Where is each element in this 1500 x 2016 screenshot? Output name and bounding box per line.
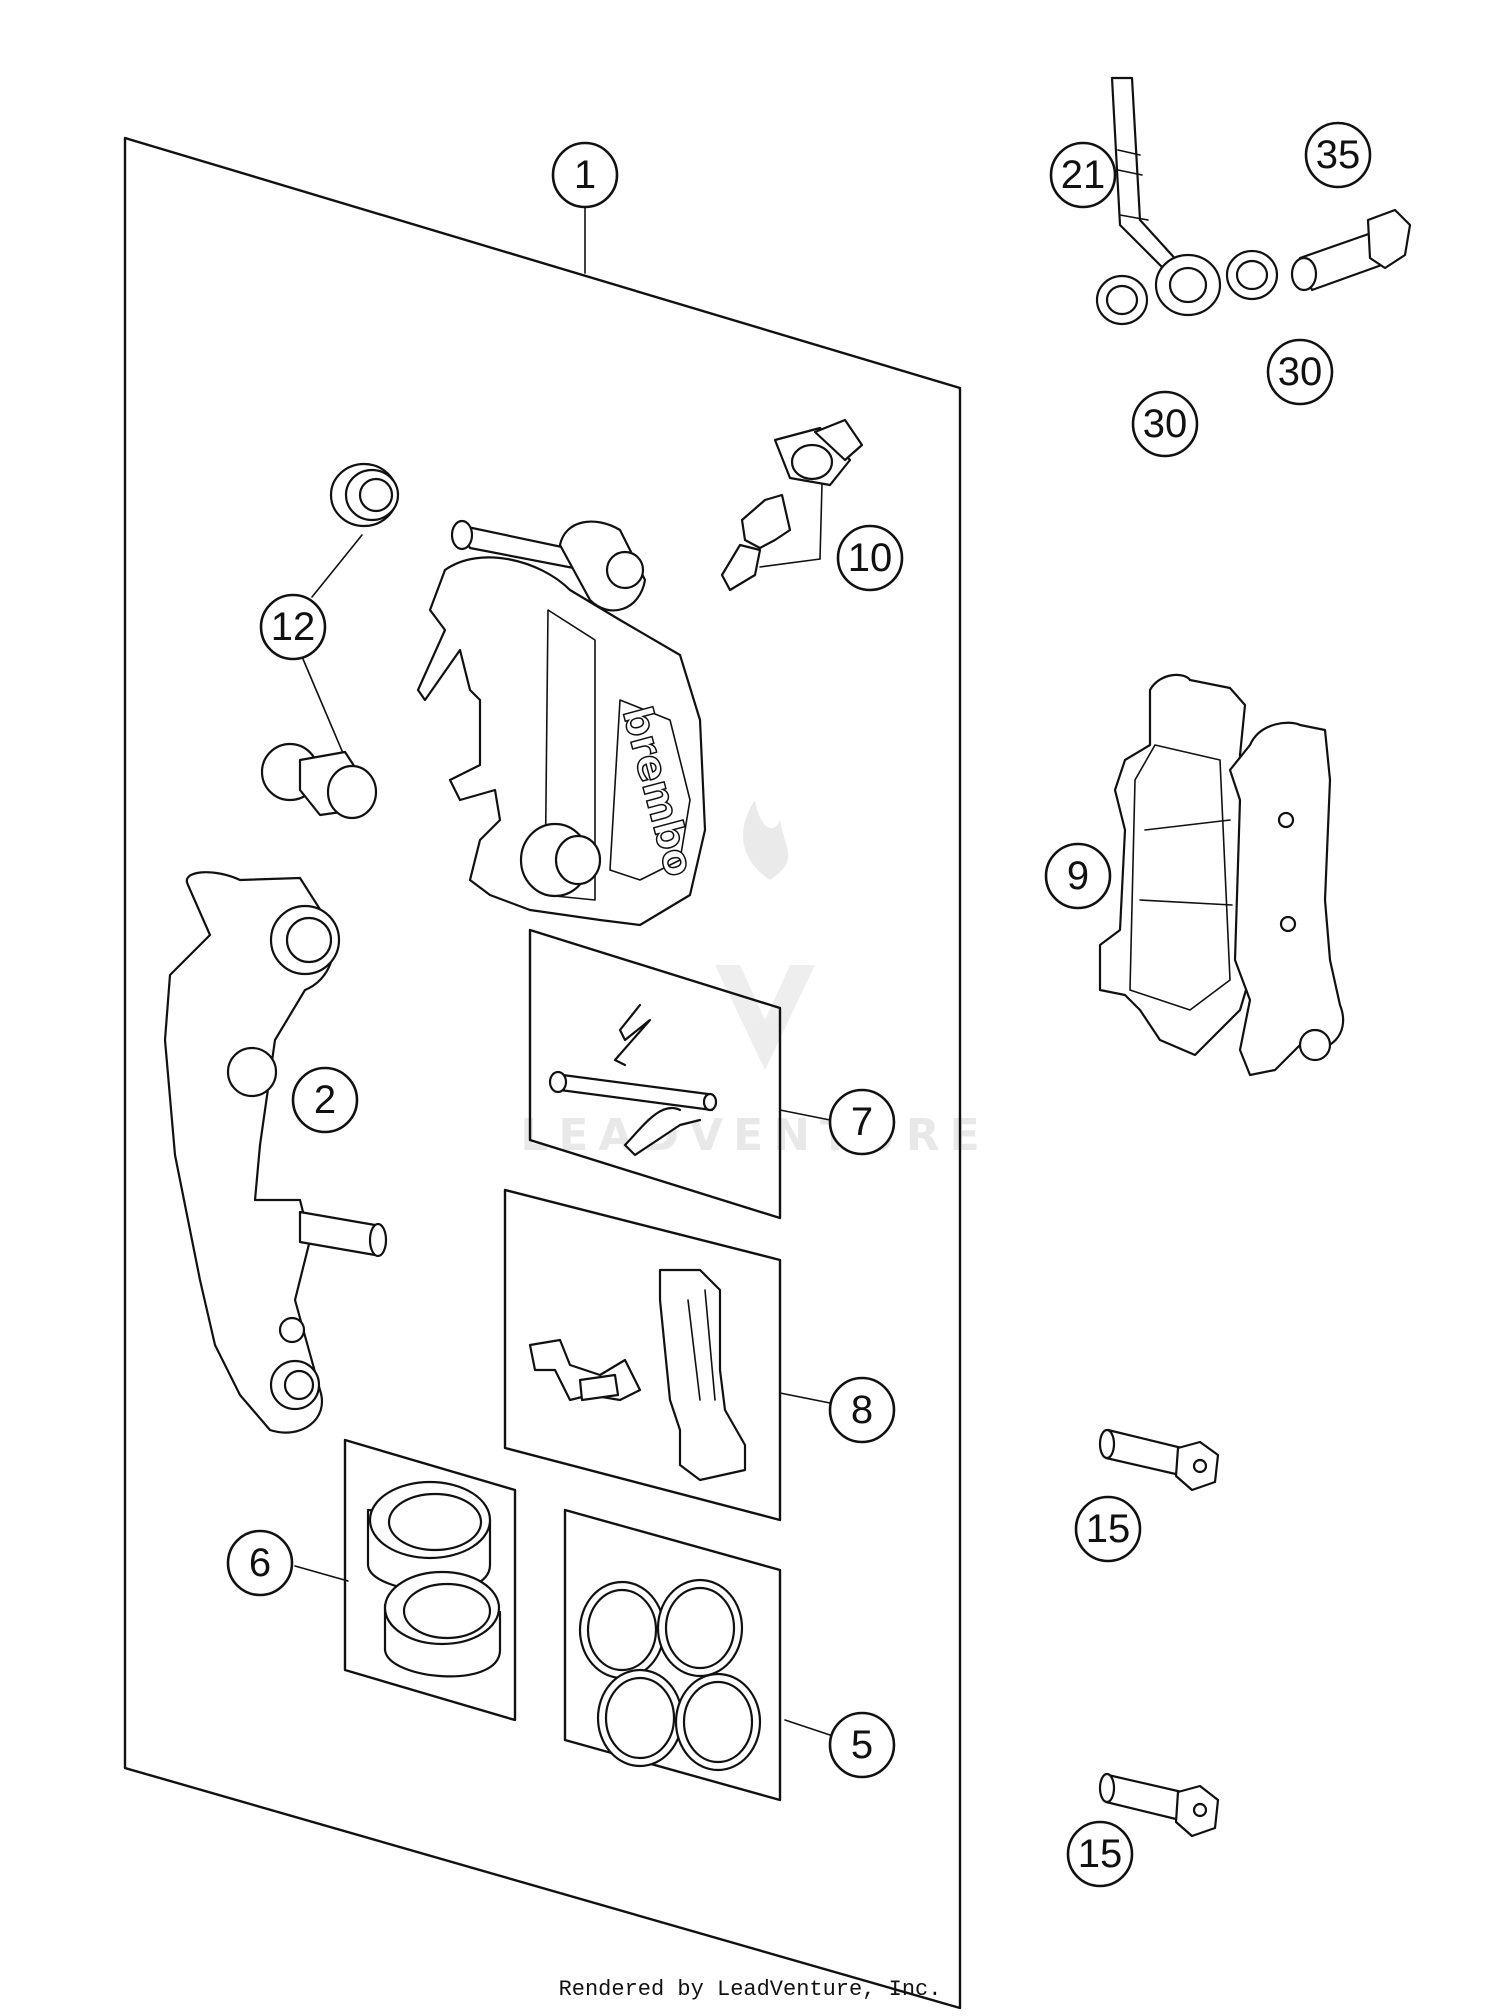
bushing-seal-upper bbox=[329, 462, 400, 528]
flame-logo bbox=[743, 800, 789, 880]
callout-21[interactable]: 21 bbox=[1049, 141, 1117, 209]
svg-text:35: 35 bbox=[1316, 133, 1361, 177]
pin-kit-box bbox=[528, 928, 782, 1220]
svg-text:30: 30 bbox=[1278, 350, 1323, 394]
v-logo bbox=[715, 965, 815, 1070]
piston-upper bbox=[366, 1480, 492, 1593]
banjo-bolt bbox=[1290, 208, 1412, 292]
piston-lower bbox=[383, 1570, 502, 1678]
svg-text:7: 7 bbox=[851, 1100, 873, 1144]
svg-text:1: 1 bbox=[574, 153, 596, 197]
pad-retainer-spring bbox=[658, 1268, 747, 1482]
retaining-pin bbox=[548, 1070, 718, 1112]
bleeder-valve bbox=[720, 493, 792, 592]
svg-text:21: 21 bbox=[1061, 153, 1106, 197]
svg-text:2: 2 bbox=[314, 1078, 336, 1122]
washer-right bbox=[1225, 249, 1279, 301]
leadventure-watermark: LEADVENTURE bbox=[520, 800, 989, 1161]
brake-caliper: brembo bbox=[416, 519, 707, 927]
footer-credit: Rendered by LeadVenture, Inc. bbox=[559, 1977, 942, 2002]
callout-15-upper[interactable]: 15 bbox=[1074, 1495, 1142, 1563]
callout-9[interactable]: 9 bbox=[1044, 842, 1112, 910]
brake-pads bbox=[1098, 673, 1345, 1077]
callout-35[interactable]: 35 bbox=[1304, 121, 1372, 189]
svg-text:8: 8 bbox=[851, 1388, 873, 1432]
svg-text:6: 6 bbox=[249, 1541, 271, 1585]
piston-seals bbox=[578, 1578, 762, 1772]
callout-30-lower[interactable]: 30 bbox=[1131, 390, 1199, 458]
kit-outline bbox=[123, 136, 962, 2010]
washer-left bbox=[1095, 274, 1149, 326]
pad-spring-clip bbox=[528, 1338, 642, 1402]
svg-text:15: 15 bbox=[1086, 1507, 1131, 1551]
bleeder-cap bbox=[773, 418, 864, 487]
callout-2[interactable]: 2 bbox=[291, 1066, 359, 1134]
r-clip-upper bbox=[613, 1003, 652, 1067]
r-clip-lower bbox=[623, 1106, 702, 1157]
callout-1[interactable]: 1 bbox=[551, 141, 619, 209]
callout-6[interactable]: 6 bbox=[226, 1529, 294, 1597]
svg-text:30: 30 bbox=[1143, 402, 1188, 446]
caliper-bracket bbox=[163, 871, 388, 1434]
svg-text:9: 9 bbox=[1067, 854, 1089, 898]
callout-30-right[interactable]: 30 bbox=[1266, 338, 1334, 406]
seal-box bbox=[563, 1508, 782, 1802]
mounting-bolt-upper bbox=[1098, 1428, 1220, 1492]
spring-kit-box bbox=[503, 1188, 782, 1522]
piston-box bbox=[343, 1438, 517, 1722]
leader-lines bbox=[294, 206, 831, 1736]
callout-10[interactable]: 10 bbox=[836, 524, 904, 592]
mounting-bolt-lower bbox=[1098, 1772, 1220, 1838]
brake-line bbox=[1110, 76, 1222, 317]
svg-text:10: 10 bbox=[848, 536, 893, 580]
callout-8[interactable]: 8 bbox=[828, 1376, 896, 1444]
callout-15-lower[interactable]: 15 bbox=[1066, 1820, 1134, 1888]
svg-text:15: 15 bbox=[1078, 1832, 1123, 1876]
svg-text:12: 12 bbox=[271, 605, 316, 649]
callout-7[interactable]: 7 bbox=[828, 1088, 896, 1156]
watermark-text: LEADVENTURE bbox=[520, 1110, 989, 1161]
callout-5[interactable]: 5 bbox=[828, 1711, 896, 1779]
guide-bushing-bolt bbox=[260, 742, 378, 820]
svg-text:5: 5 bbox=[851, 1723, 873, 1767]
callout-12[interactable]: 12 bbox=[259, 593, 327, 661]
